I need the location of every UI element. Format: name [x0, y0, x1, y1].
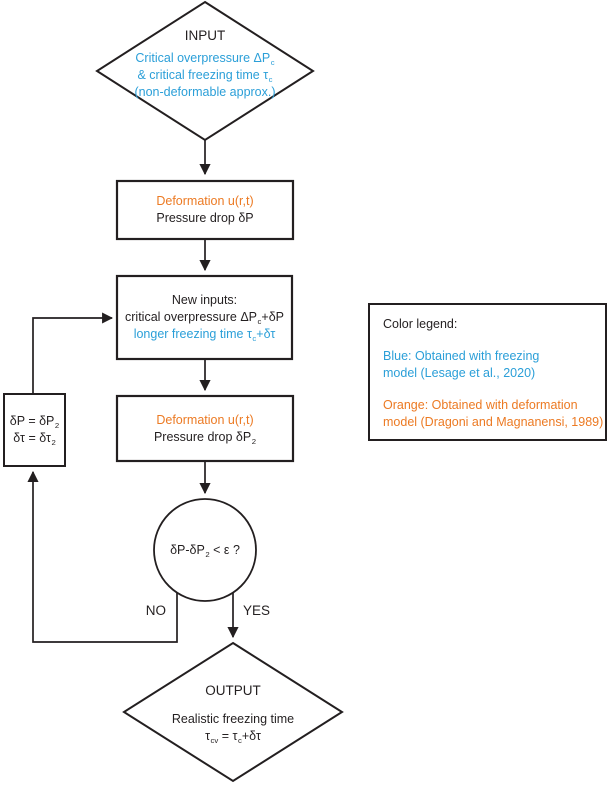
legend-blue-line-2: model (Lesage et al., 2020) [383, 366, 536, 380]
arrow-no-to-assignment [27, 470, 178, 643]
deformation2-box-shape [115, 394, 295, 463]
legend-title: Color legend: [383, 317, 458, 331]
legend-box: Color legend: Blue: Obtained with freezi… [368, 303, 607, 441]
deformation1-box-shape [115, 179, 295, 241]
legend-entry-orange: Orange: Obtained with deformation model … [383, 397, 605, 431]
arrow-assignment-to-newinputs [32, 312, 114, 394]
no-branch-label: NO [145, 603, 166, 618]
yes-branch-label: YES [243, 603, 271, 618]
input-title: INPUT [184, 28, 226, 43]
input-diamond-text: INPUT Critical overpressure ΔPc& critica… [96, 12, 314, 116]
deformation1-text: Deformation u(r,t)Pressure drop δP [156, 194, 254, 225]
deformation2-text: Deformation u(r,t)Pressure drop δP2 [153, 412, 257, 446]
output-diamond-shape [122, 641, 344, 783]
output-title: OUTPUT [205, 682, 261, 698]
assignment-box-shape [3, 393, 66, 467]
input-lines: Critical overpressure ΔPc& critical free… [134, 51, 276, 99]
new-inputs-box-shape [115, 274, 294, 361]
legend-orange-line-1: Orange: Obtained with deformation [383, 398, 578, 412]
legend-entry-blue: Blue: Obtained with freezing model (Lesa… [383, 348, 605, 382]
decision-text: δP-δP2 < ε ? [170, 542, 240, 559]
legend-blue-line-1: Blue: Obtained with freezing [383, 349, 540, 363]
decision-circle-shape [153, 498, 257, 602]
legend-orange-line-2: model (Dragoni and Magnanensi, 1989) [383, 415, 604, 429]
